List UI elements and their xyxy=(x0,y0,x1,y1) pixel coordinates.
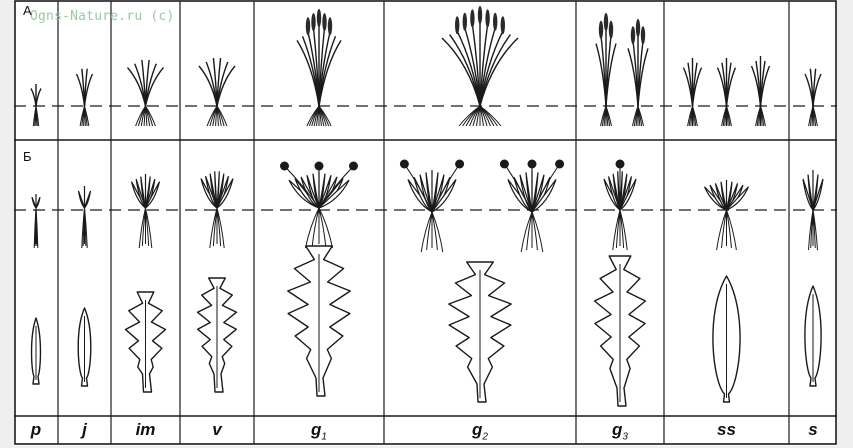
plant-b-p xyxy=(32,194,40,248)
stage-label-text: g xyxy=(311,420,321,439)
stage-label-s: s xyxy=(789,419,837,441)
stage-label-text: p xyxy=(31,420,41,439)
plant-b-g1 xyxy=(280,162,358,249)
stage-label-text: s xyxy=(808,420,817,439)
plant-b-im xyxy=(132,174,160,248)
stage-label-g1: g1 xyxy=(254,419,384,441)
figure-drawing xyxy=(14,0,837,446)
watermark: Ogns-Nature.ru (c) xyxy=(30,9,174,24)
plant-a-g1 xyxy=(297,9,341,126)
stage-label-text: im xyxy=(136,420,156,439)
plant-a-ss-3 xyxy=(752,56,770,126)
stage-label-text: ss xyxy=(717,420,736,439)
plant-b-g3 xyxy=(604,160,636,251)
row-label-a: А xyxy=(23,3,32,18)
leaf-s xyxy=(805,286,821,386)
plant-a-s xyxy=(805,69,821,126)
leaf-g1 xyxy=(288,246,350,396)
stage-label-g2: g2 xyxy=(384,419,576,441)
stage-label-subscript: 1 xyxy=(321,431,327,442)
plant-a-ss-2 xyxy=(718,58,736,126)
stage-label-text: g xyxy=(612,420,622,439)
leaf-g2 xyxy=(449,262,511,402)
stage-label-ss: ss xyxy=(664,419,789,441)
row-label-b: Б xyxy=(23,149,32,164)
leaf-p xyxy=(32,318,41,384)
leaf-g3 xyxy=(595,256,646,406)
stage-label-subscript: 3 xyxy=(622,431,628,442)
plant-a-g3-left xyxy=(596,13,616,126)
plant-b-g2-left xyxy=(400,160,464,253)
plant-a-ss-1 xyxy=(684,58,702,126)
plant-a-im xyxy=(128,60,164,126)
plant-b-j xyxy=(79,186,91,248)
stage-label-subscript: 2 xyxy=(482,431,488,442)
stage-label-j: j xyxy=(58,419,111,441)
plant-a-j xyxy=(77,69,93,126)
stage-label-g3: g3 xyxy=(576,419,664,441)
leaf-v xyxy=(198,278,237,392)
plant-a-p xyxy=(31,84,41,126)
plant-a-v xyxy=(199,58,235,126)
stage-label-p: p xyxy=(14,419,58,441)
plant-b-ss xyxy=(705,180,749,250)
stage-label-text: g xyxy=(472,420,482,439)
plant-b-g2-right xyxy=(500,160,564,253)
stage-label-im: im xyxy=(111,419,180,441)
stage-label-v: v xyxy=(180,419,254,441)
leaf-j xyxy=(78,308,91,386)
figure-frame xyxy=(15,1,836,444)
stage-label-text: j xyxy=(82,420,87,439)
leaf-im xyxy=(126,292,166,392)
stage-label-text: v xyxy=(212,420,221,439)
plant-a-g2 xyxy=(442,6,518,126)
leaf-ss xyxy=(713,276,740,402)
plant-a-g3-right xyxy=(628,19,648,126)
